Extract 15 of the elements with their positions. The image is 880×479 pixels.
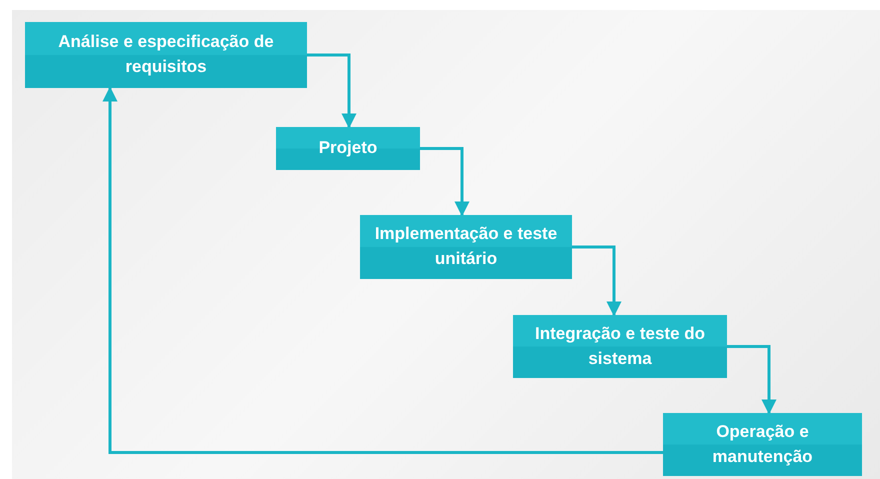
process-box — [25, 22, 307, 88]
arrow — [420, 147, 470, 216]
process-box — [276, 127, 420, 170]
box-label: Operação e manutenção — [711, 420, 814, 468]
box-label: Integração e teste do sistema — [534, 322, 706, 370]
process-box — [513, 315, 727, 378]
box-label: Projeto — [318, 137, 378, 160]
process-box — [360, 215, 572, 279]
box-label: Implementação e teste unitário — [374, 223, 558, 270]
arrow — [307, 54, 356, 128]
arrow — [102, 86, 663, 454]
arrow — [572, 246, 622, 316]
box-label: Análise e especificação de requisitos — [57, 31, 275, 78]
process-box — [663, 413, 862, 476]
arrow — [727, 345, 776, 414]
